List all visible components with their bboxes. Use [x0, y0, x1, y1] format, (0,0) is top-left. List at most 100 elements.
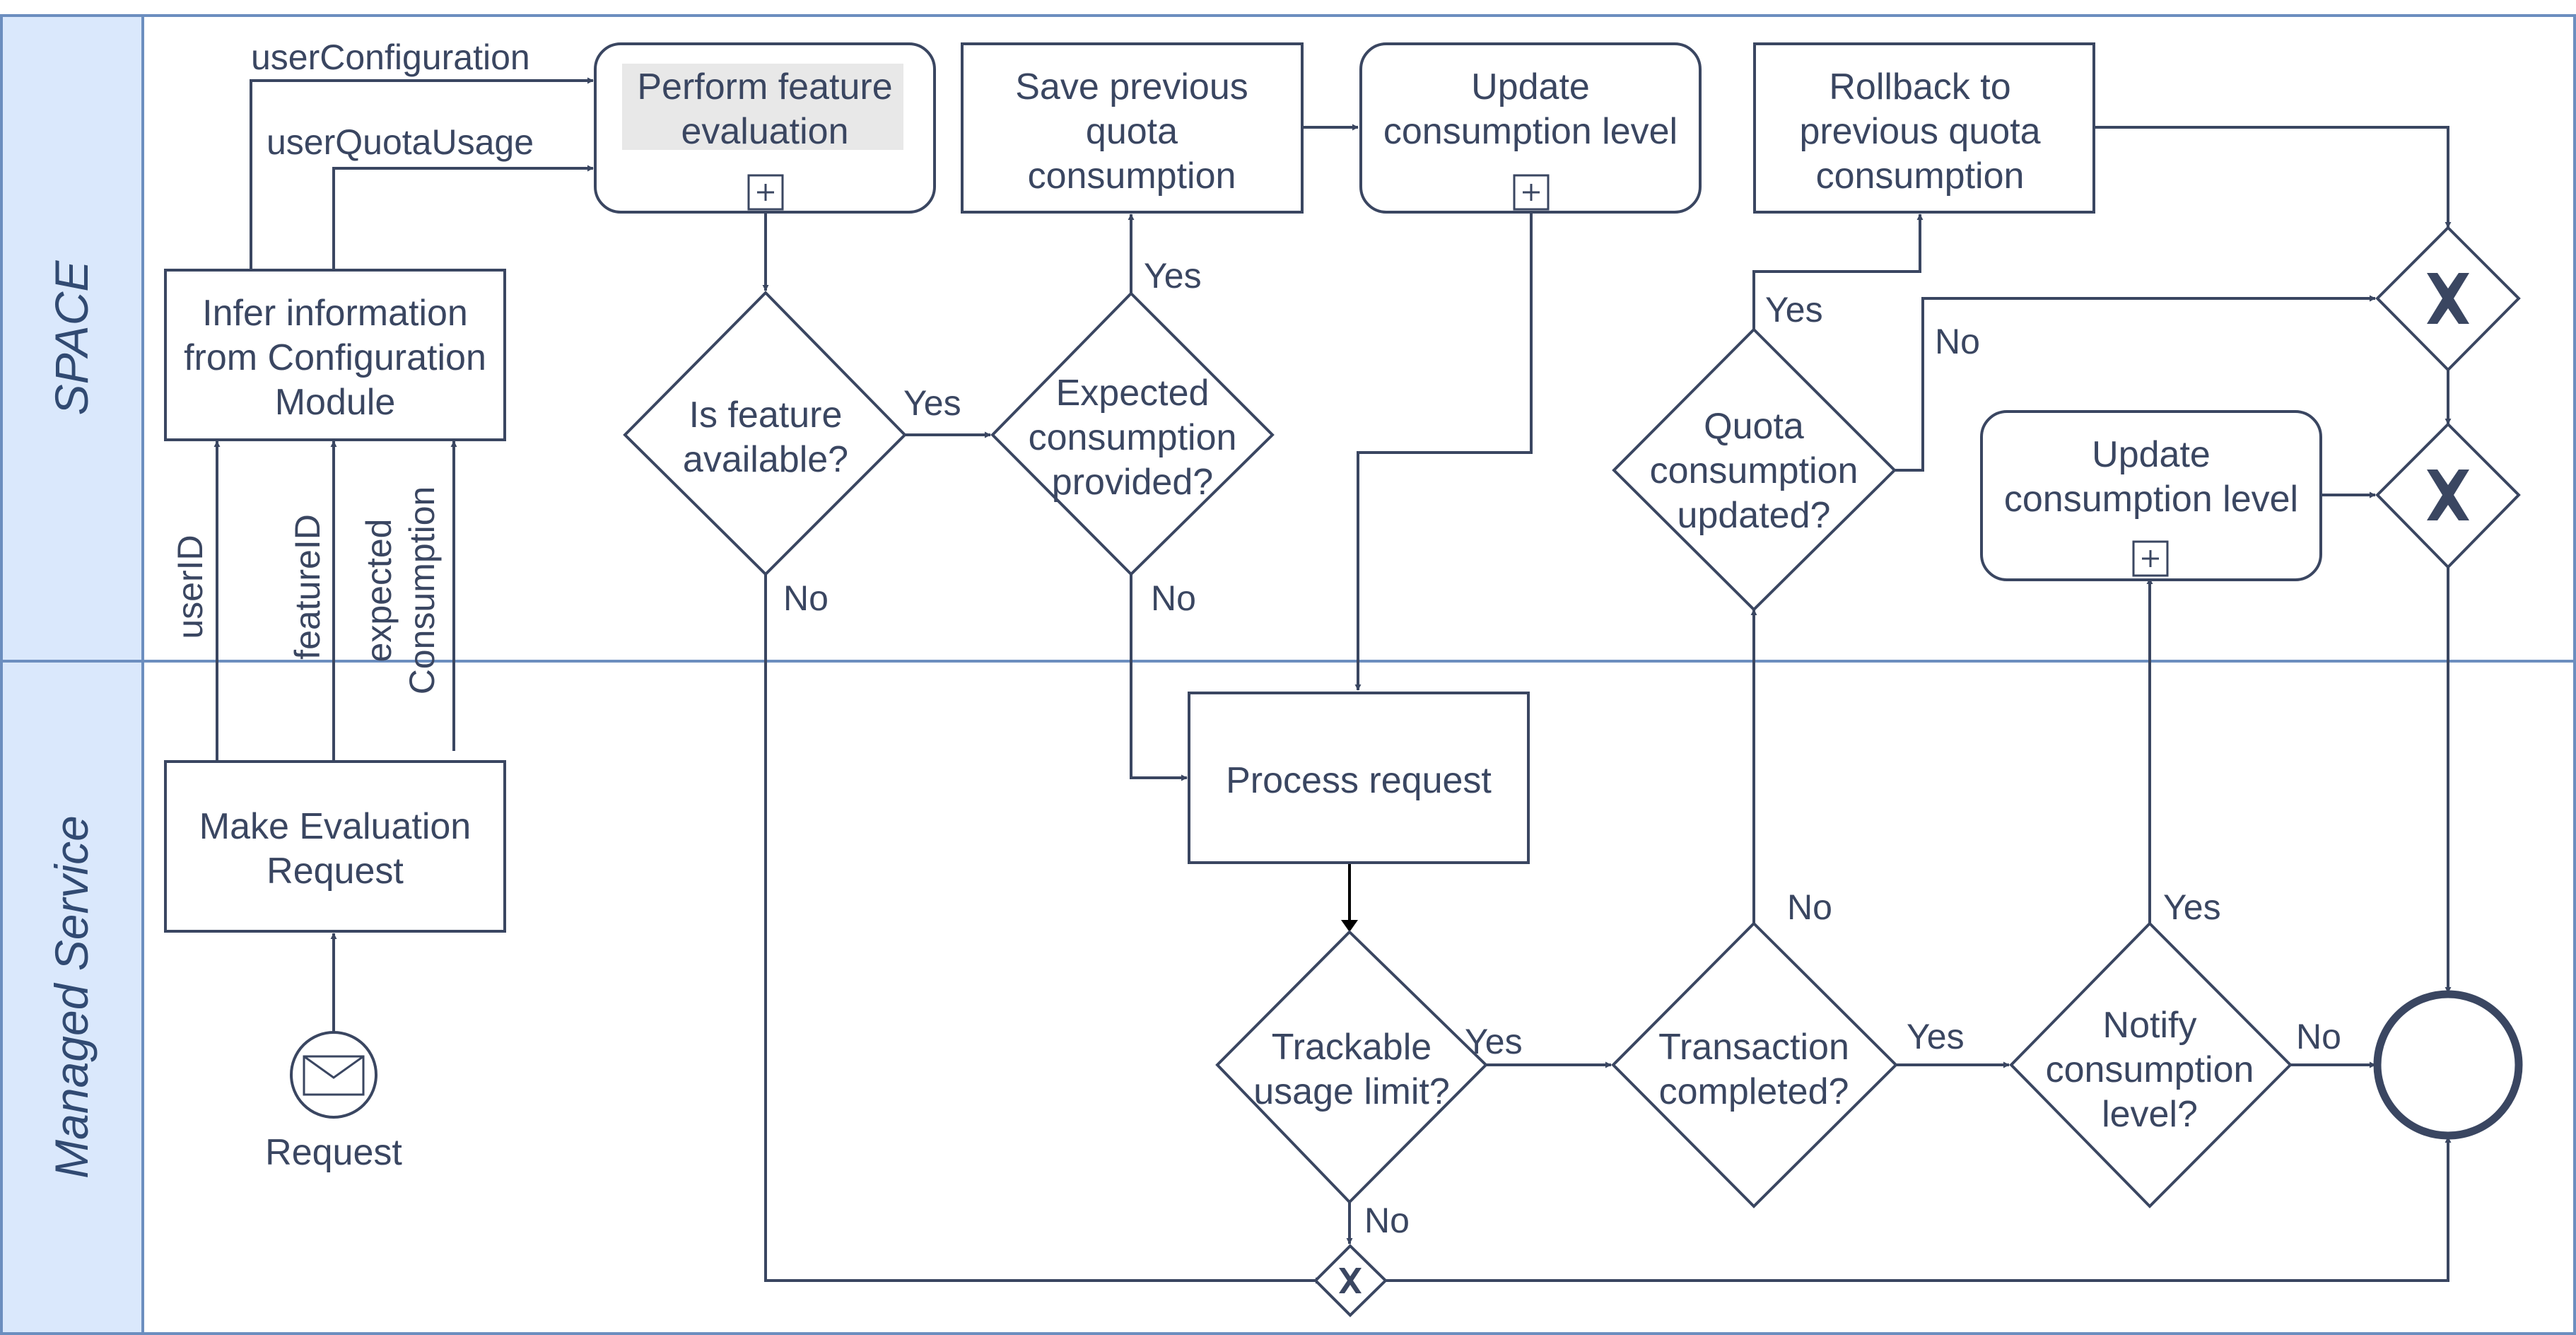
perform-feature-evaluation-line-2: evaluation — [681, 111, 848, 152]
expected-consumption-provided-line-1: Expected — [1056, 373, 1210, 414]
edge-label-is-feature-no: No — [783, 578, 829, 618]
edge-label-quota-updated-yes: Yes — [1765, 290, 1823, 330]
process-request-label: Process request — [1226, 760, 1492, 801]
exclusive-gateway-top-right-mark — [2427, 273, 2469, 324]
lane-title-managed-service: Managed Service — [45, 815, 98, 1179]
edges — [213, 77, 2452, 1284]
update-consumption-level-top-node[interactable]: Update consumption level — [1359, 42, 1702, 214]
notify-consumption-level-line-1: Notify — [2103, 1005, 2197, 1046]
quota-consumption-updated-line-2: consumption — [1650, 450, 1858, 491]
update-consumption-level-top-box[interactable] — [1359, 42, 1702, 214]
quota-consumption-updated-gateway[interactable]: Quota consumption updated? — [1612, 327, 1897, 612]
update-consumption-level-top-line-2: consumption level — [1383, 111, 1678, 152]
exclusive-gateway-bottom-mark — [1339, 1268, 1362, 1293]
rollback-node[interactable]: Rollback to previous quota consumption — [1753, 42, 2095, 214]
edge-label-expected-yes: Yes — [1144, 256, 1202, 296]
make-evaluation-request-box[interactable] — [164, 760, 506, 933]
x-gateway-icon[interactable] — [2375, 226, 2521, 372]
is-feature-available-line-2: available? — [683, 439, 848, 480]
process-request-box[interactable] — [1188, 692, 1530, 864]
rollback-line-3: consumption — [1816, 156, 2025, 197]
request-start-event[interactable]: Request — [265, 1031, 402, 1173]
request-event-label: Request — [265, 1132, 402, 1173]
x-gateway-icon[interactable] — [1313, 1244, 1388, 1317]
edge-quota-updated-no — [1895, 295, 2376, 472]
edge-user-quota-usage — [332, 165, 594, 269]
edge-label-trackable-no: No — [1364, 1201, 1410, 1240]
edge-is-feature-no — [764, 574, 1322, 1284]
plus-square-icon[interactable] — [1513, 174, 1550, 211]
expected-consumption-provided-line-2: consumption — [1029, 417, 1237, 458]
edge-label-transaction-no: No — [1787, 887, 1832, 927]
perform-feature-evaluation-highlight — [622, 64, 903, 150]
infer-information-node[interactable]: Infer information from Configuration Mod… — [164, 269, 506, 441]
perform-feature-evaluation-node[interactable]: Perform feature evaluation — [594, 42, 936, 214]
is-feature-available-diamond[interactable] — [623, 291, 907, 576]
make-evaluation-request-line-2: Request — [267, 851, 404, 892]
edge-label-user-configuration: userConfiguration — [251, 37, 530, 77]
end-event[interactable] — [2373, 990, 2523, 1140]
end-circle-icon[interactable] — [2373, 990, 2523, 1140]
edge-labels: userConfiguration userQuotaUsage userID … — [170, 37, 2341, 1240]
quota-consumption-updated-line-3: updated? — [1678, 495, 1831, 536]
edge-rollback-to-gateway — [2094, 126, 2452, 228]
expected-consumption-provided-gateway[interactable]: Expected consumption provided? — [990, 291, 1275, 576]
envelope-icon — [303, 1055, 365, 1096]
plus-square-icon[interactable] — [747, 174, 784, 211]
edge-label-quota-updated-no: No — [1935, 322, 1980, 361]
edge-user-configuration — [250, 77, 594, 269]
transaction-completed-gateway[interactable]: Transaction completed? — [1611, 921, 1898, 1208]
make-evaluation-request-node[interactable]: Make Evaluation Request — [164, 760, 506, 933]
edge-label-is-feature-yes: Yes — [903, 383, 961, 423]
infer-information-box[interactable] — [164, 269, 506, 441]
save-previous-quota-line-2: quota — [1086, 111, 1178, 152]
trackable-usage-limit-gateway[interactable]: Trackable usage limit? — [1215, 930, 1488, 1204]
infer-information-line-3: Module — [275, 382, 396, 423]
rollback-box[interactable] — [1753, 42, 2095, 214]
quota-consumption-updated-line-1: Quota — [1704, 406, 1804, 447]
notify-consumption-level-diamond[interactable] — [2009, 921, 2293, 1208]
edge-label-transaction-yes: Yes — [1907, 1017, 1965, 1056]
expected-consumption-provided-diamond[interactable] — [990, 291, 1275, 576]
save-previous-quota-line-3: consumption — [1028, 156, 1236, 197]
edge-update-to-process — [1354, 212, 1533, 691]
infer-information-line-1: Infer information — [202, 293, 468, 334]
notify-consumption-level-gateway[interactable]: Notify consumption level? — [2009, 921, 2293, 1208]
edge-bottom-gateway-to-end — [1386, 1136, 2452, 1282]
edge-label-feature-id: featureID — [288, 514, 327, 660]
edge-label-notify-no: No — [2296, 1017, 2341, 1056]
make-evaluation-request-line-1: Make Evaluation — [199, 806, 471, 847]
exclusive-gateway-mid-right-mark — [2427, 470, 2469, 520]
rollback-line-1: Rollback to — [1829, 66, 2010, 107]
infer-information-line-2: from Configuration — [184, 337, 486, 378]
edge-label-expected-consumption-1: expected — [359, 519, 399, 663]
update-consumption-level-mid-line-2: consumption level — [2004, 479, 2298, 520]
trackable-usage-limit-line-2: usage limit? — [1253, 1071, 1449, 1112]
pool: SPACE Managed Service — [0, 14, 2576, 1335]
save-previous-quota-node[interactable]: Save previous quota consumption — [961, 42, 1304, 214]
notify-consumption-level-line-2: consumption — [2046, 1049, 2254, 1090]
update-consumption-level-mid-box[interactable] — [1980, 410, 2322, 581]
save-previous-quota-box[interactable] — [961, 42, 1304, 214]
rollback-line-2: previous quota — [1799, 111, 2040, 152]
expected-consumption-provided-line-3: provided? — [1052, 462, 1213, 503]
is-feature-available-gateway[interactable]: Is feature available? — [623, 291, 907, 576]
process-request-node[interactable]: Process request — [1188, 692, 1530, 864]
lane-header-managed-service — [0, 660, 144, 1335]
edge-label-expected-no: No — [1151, 578, 1196, 618]
edge-label-user-id: userID — [170, 535, 210, 639]
update-consumption-level-mid-node[interactable]: Update consumption level — [1980, 410, 2322, 581]
x-gateway-icon[interactable] — [2375, 422, 2521, 569]
trackable-usage-limit-diamond[interactable] — [1215, 930, 1488, 1204]
update-consumption-level-mid-line-1: Update — [2092, 434, 2211, 475]
edge-label-user-quota-usage: userQuotaUsage — [267, 122, 534, 162]
edge-quota-updated-yes — [1752, 214, 1924, 330]
save-previous-quota-line-1: Save previous — [1015, 66, 1248, 107]
notify-consumption-level-line-3: level? — [2102, 1094, 2198, 1135]
is-feature-available-line-1: Is feature — [689, 395, 843, 436]
edge-label-notify-yes: Yes — [2163, 887, 2221, 927]
transaction-completed-diamond[interactable] — [1611, 921, 1898, 1208]
quota-consumption-updated-diamond[interactable] — [1612, 327, 1897, 612]
plus-square-icon[interactable] — [2132, 540, 2169, 577]
